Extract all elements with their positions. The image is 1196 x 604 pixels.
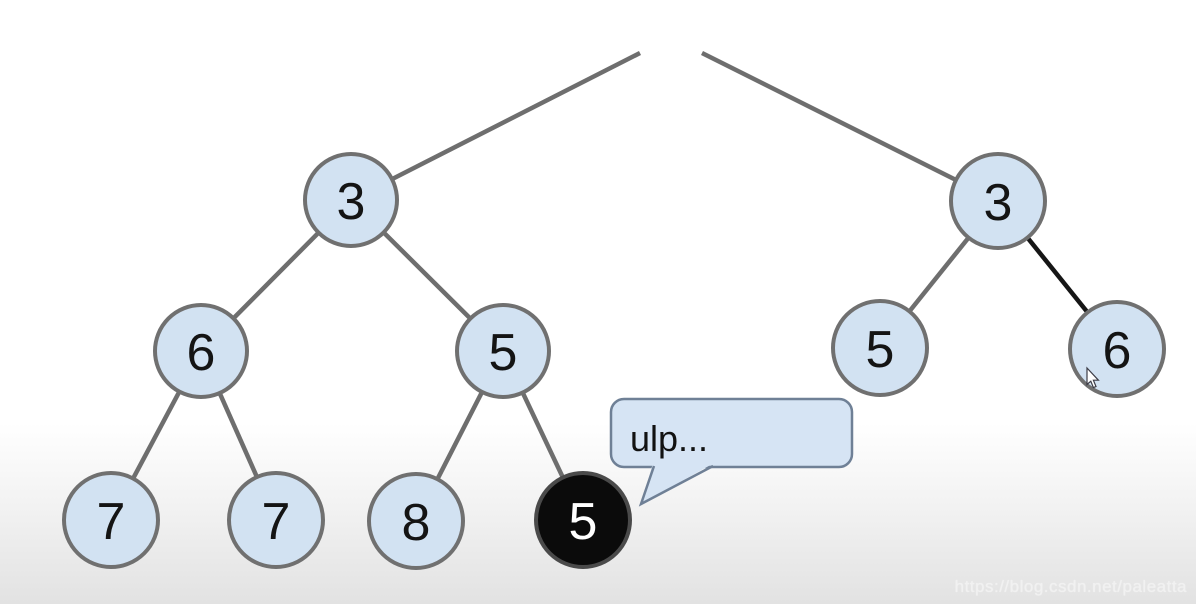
apex-edges [349,50,1000,204]
node-value: 5 [489,324,518,382]
node-left-5: 5 [455,303,551,399]
node-circle [303,152,399,248]
node-left-6: 6 [153,303,249,399]
speech-bubble-body [609,397,854,469]
node-circle [949,152,1047,250]
watermark-url: https://blog.csdn.net/paleatta [954,577,1187,596]
node-value: 6 [1103,322,1132,380]
speech-bubble-text: ulp... [630,418,708,459]
node-circle [62,471,160,569]
node-value: 7 [262,493,291,551]
node-value: 6 [187,324,216,382]
node-value: 8 [402,494,431,552]
node-value: 3 [984,174,1013,232]
speech-bubble: ulp... [609,397,854,507]
node-circle [455,303,551,399]
node-circle [367,472,465,570]
node-leaf-5-highlighted: 5 [534,471,632,569]
node-right-6: 6 [1068,300,1166,398]
node-leaf-7b: 7 [227,471,325,569]
node-right-5: 5 [831,299,929,397]
mouse-cursor-icon [1086,366,1100,389]
node-circle-highlighted [534,471,632,569]
node-value: 5 [866,321,895,379]
node-value: 5 [569,493,598,551]
node-leaf-8: 8 [367,472,465,570]
node-circle [831,299,929,397]
node-right-root: 3 [949,152,1047,250]
node-circle [227,471,325,569]
edge-apex-to-left-root [349,50,642,203]
node-circle [153,303,249,399]
node-left-root: 3 [303,152,399,248]
node-value: 7 [97,493,126,551]
node-value: 3 [337,173,366,231]
edge-apex-to-right-root [700,50,1000,204]
speech-bubble-tail-outline [638,464,714,507]
node-circle [1068,300,1166,398]
node-leaf-7a: 7 [62,471,160,569]
